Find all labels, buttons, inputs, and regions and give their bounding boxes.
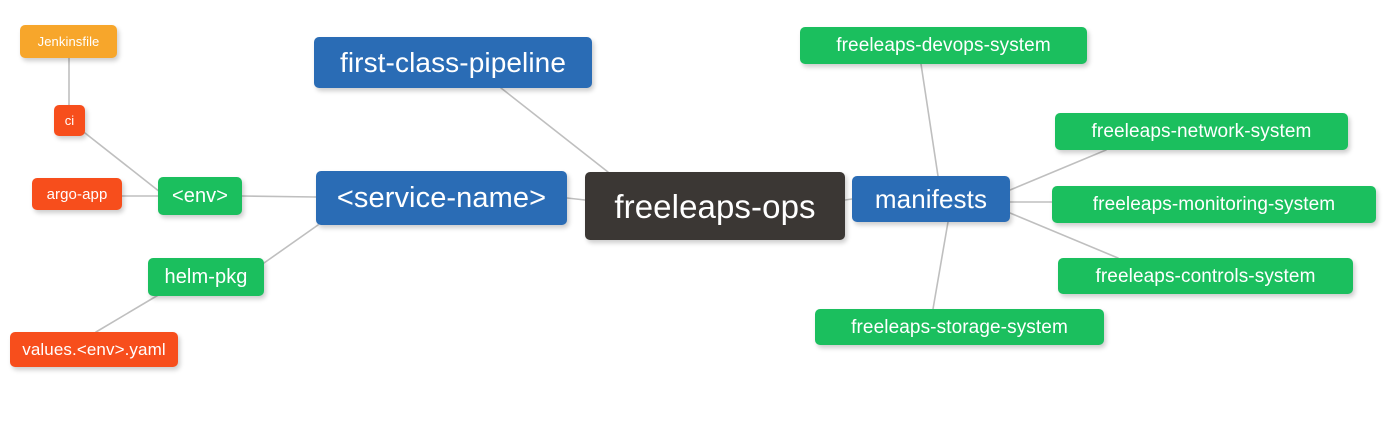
edge-service-name-to-helm-pkg (263, 224, 319, 264)
node-values-env-yaml[interactable]: values.<env>.yaml (10, 332, 178, 367)
node-label: freeleaps-controls-system (1095, 265, 1316, 287)
node-devops-system[interactable]: freeleaps-devops-system (800, 27, 1087, 64)
node-label: freeleaps-storage-system (851, 316, 1068, 338)
node-label: values.<env>.yaml (22, 340, 166, 359)
node-label: manifests (874, 184, 988, 214)
node-label: <service-name> (336, 181, 547, 214)
node-freeleaps-ops[interactable]: freeleaps-ops (585, 172, 845, 240)
node-label: ci (64, 113, 75, 128)
edge-env-to-service-name (241, 195, 317, 198)
edge-first-class-pipeline-to-freeleaps-ops (500, 87, 609, 173)
node-helm-pkg[interactable]: helm-pkg (148, 258, 264, 296)
edge-service-name-to-freeleaps-ops (566, 197, 586, 201)
edge-manifests-to-storage-system (932, 221, 949, 310)
node-label: <env> (171, 185, 229, 207)
node-label: argo-app (46, 185, 108, 203)
node-label: freeleaps-ops (614, 187, 816, 225)
node-label: Jenkinsfile (37, 34, 100, 49)
node-jenkinsfile[interactable]: Jenkinsfile (20, 25, 117, 58)
edge-manifests-to-devops-system (920, 63, 939, 177)
node-env[interactable]: <env> (158, 177, 242, 215)
node-label: freeleaps-devops-system (836, 35, 1051, 56)
node-label: freeleaps-monitoring-system (1092, 194, 1336, 215)
edge-helm-pkg-to-values-env-yaml (95, 293, 161, 333)
node-network-system[interactable]: freeleaps-network-system (1055, 113, 1348, 150)
node-service-name[interactable]: <service-name> (316, 171, 567, 225)
node-label: first-class-pipeline (339, 46, 567, 78)
node-argo-app[interactable]: argo-app (32, 178, 122, 210)
node-manifests[interactable]: manifests (852, 176, 1010, 222)
node-controls-system[interactable]: freeleaps-controls-system (1058, 258, 1353, 294)
edge-freeleaps-ops-to-manifests (844, 198, 853, 201)
node-ci[interactable]: ci (54, 105, 85, 136)
node-label: helm-pkg (164, 266, 248, 288)
node-label: freeleaps-network-system (1091, 121, 1312, 142)
edge-manifests-to-network-system (1009, 149, 1107, 191)
node-first-class-pipeline[interactable]: first-class-pipeline (314, 37, 592, 88)
node-storage-system[interactable]: freeleaps-storage-system (815, 309, 1104, 345)
node-monitoring-system[interactable]: freeleaps-monitoring-system (1052, 186, 1376, 223)
